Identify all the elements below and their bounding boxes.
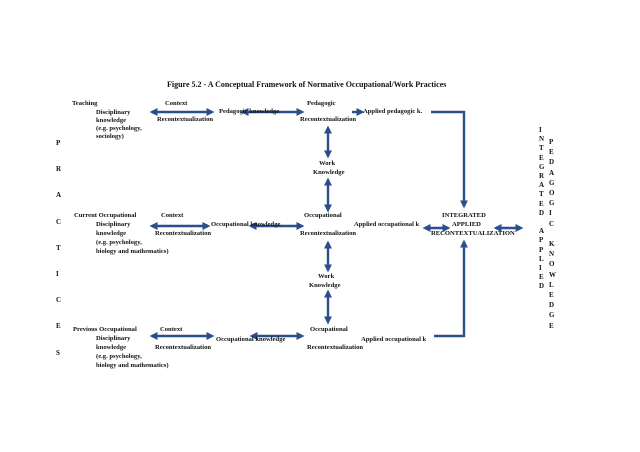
integrated-applied-letter: D xyxy=(539,208,545,217)
teaching-mid-top: Pedagogic xyxy=(307,100,336,107)
pedagogic-knowledge-letter: O xyxy=(549,189,555,197)
pedagogic-knowledge-letter: P xyxy=(549,138,554,146)
integrated-applied-letter: E xyxy=(539,273,544,282)
pedagogic-knowledge-letter: C xyxy=(549,219,555,228)
pedagogic-knowledge-letter: L xyxy=(549,280,554,289)
practices-letter: C xyxy=(56,296,62,305)
pedagogic-knowledge-letter: K xyxy=(549,240,555,248)
work-knowledge-2-line1: Work xyxy=(318,273,335,280)
work-knowledge-1-line1: Work xyxy=(319,160,336,167)
integrated-applied-letter: T xyxy=(539,144,544,153)
integrated-applied-letter: E xyxy=(539,153,544,162)
teaching-disc-1: Disciplinary xyxy=(96,109,131,116)
pedagogic-knowledge-letter: G xyxy=(549,199,555,208)
previous-mid-top: Occupational xyxy=(310,326,348,333)
integrated-applied-letter: I xyxy=(539,264,542,272)
current-disc-3: (e.g. psychology, xyxy=(96,239,142,246)
integrated-line2: APPLIED xyxy=(452,221,481,228)
teaching-applied: Applied pedagogic k. xyxy=(363,108,423,115)
pedagogic-knowledge-letter: I xyxy=(549,209,552,218)
previous-disc-1: Disciplinary xyxy=(96,335,131,342)
integrated-applied-letter: R xyxy=(539,172,545,180)
current-knowledge: Occupational knowledge xyxy=(211,221,281,228)
previous-applied: Applied occupational k xyxy=(361,336,427,343)
integrated-line1: INTEGRATED xyxy=(442,212,486,219)
current-mid-bottom: Recontextualization xyxy=(300,230,357,237)
teaching-mid-bottom: Recontextualization xyxy=(300,116,357,123)
current-mid-top: Occupational xyxy=(304,212,342,219)
previous-disc-4: biology and mathematics) xyxy=(96,362,169,369)
integrated-applied-letter: L xyxy=(539,254,544,263)
integrated-applied-letter: A xyxy=(539,181,545,190)
pedagogic-knowledge-letter: E xyxy=(549,291,554,299)
pedagogic-knowledge-letter: G xyxy=(549,311,555,320)
practices-letter: A xyxy=(56,191,62,200)
practices-letter: C xyxy=(56,217,62,226)
practices-letter: R xyxy=(56,165,62,174)
integrated-applied-letter: P xyxy=(539,236,544,245)
pedagogic-knowledge-letter: D xyxy=(549,301,555,310)
pedagogic-knowledge-letter: E xyxy=(549,321,554,330)
teaching-disc-2: knowledge xyxy=(96,117,127,124)
previous-disc-3: (e.g. psychology, xyxy=(96,353,142,360)
practices-letter: P xyxy=(56,139,61,147)
integrated-applied-letter: D xyxy=(539,282,545,291)
pedagogic-knowledge-letter: G xyxy=(549,178,555,187)
integrated-applied-letter: N xyxy=(539,135,545,144)
integrated-applied-letter: G xyxy=(539,162,545,171)
figure-title: Figure 5.2 - A Conceptual Framework of N… xyxy=(167,80,447,89)
integrated-applied-letter: E xyxy=(539,199,544,208)
teaching-knowledge: Pedagogic knowledge xyxy=(219,108,280,115)
connector-previous-integrated xyxy=(434,239,469,338)
teaching-disc-4: sociology) xyxy=(96,133,124,140)
practices-letter: T xyxy=(56,243,61,252)
connector-teaching-integrated xyxy=(431,110,469,209)
pedagogic-knowledge-letter: A xyxy=(549,168,555,177)
pedagogic-knowledge-letter: W xyxy=(549,270,556,279)
teaching-context: Context xyxy=(165,100,188,107)
work-knowledge-2-line2: Knowledge xyxy=(309,282,341,289)
current-disc-4: biology and mathematics) xyxy=(96,248,169,255)
integrated-applied-letter: I xyxy=(539,126,542,134)
current-disc-2: knowledge xyxy=(96,230,127,237)
previous-recontext: Recontextualization xyxy=(155,344,212,351)
pedagogic-knowledge-letter: E xyxy=(549,148,554,157)
pedagogic-knowledge-letter: O xyxy=(549,260,555,269)
previous-heading: Previous Occupational xyxy=(73,326,137,333)
practices-letter: I xyxy=(56,270,59,278)
current-applied: Applied occupational k xyxy=(354,221,420,228)
previous-context: Context xyxy=(160,326,183,333)
work-knowledge-1-line2: Knowledge xyxy=(313,169,345,176)
pedagogic-knowledge-letter: D xyxy=(549,158,555,167)
teaching-heading: Teaching xyxy=(72,100,98,107)
integrated-applied-letter: T xyxy=(539,190,544,199)
practices-letter: S xyxy=(56,348,60,357)
teaching-recontext: Recontextualization xyxy=(157,116,214,123)
current-recontext: Recontextualization xyxy=(155,230,212,237)
previous-mid-bottom: Recontextualization xyxy=(307,344,364,351)
integrated-line3: RECONTEXTUALIZATION xyxy=(431,230,515,237)
teaching-disc-3: (e.g. psychology, xyxy=(96,125,142,132)
practices-letter: E xyxy=(56,322,61,331)
previous-disc-2: knowledge xyxy=(96,344,127,351)
previous-knowledge: Occupational knowledge xyxy=(216,336,286,343)
integrated-applied-letter: A xyxy=(539,227,545,236)
current-disc-1: Disciplinary xyxy=(96,221,131,228)
current-heading: Current Occupational xyxy=(74,212,137,219)
integrated-applied-letter: P xyxy=(539,245,544,254)
pedagogic-knowledge-letter: N xyxy=(549,250,555,259)
current-context: Context xyxy=(161,212,184,219)
